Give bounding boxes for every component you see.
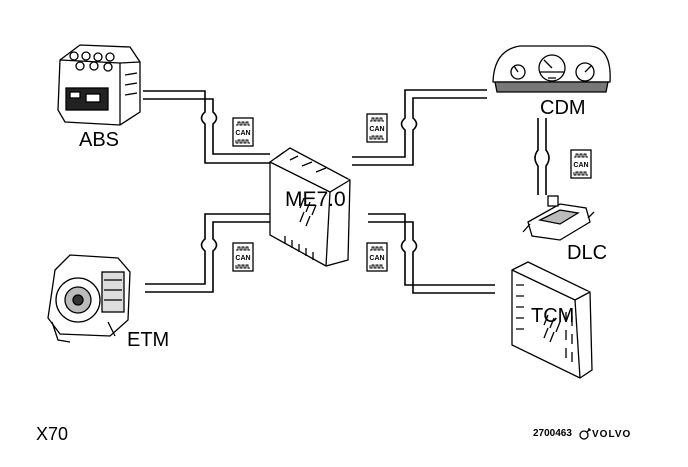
etm-label: ETM bbox=[127, 329, 170, 351]
tcm-module-icon bbox=[511, 261, 593, 379]
dlc-connector-icon bbox=[522, 195, 595, 241]
bus-line-dlc bbox=[534, 118, 550, 195]
bus-line-etm bbox=[145, 213, 270, 293]
bus-line-tcm bbox=[368, 213, 495, 294]
figure-id-label: X70 bbox=[36, 424, 69, 444]
me7-ecu-icon bbox=[269, 147, 351, 267]
volvo-wordmark: VOLVO bbox=[592, 429, 632, 440]
can-badge-dlc bbox=[570, 149, 592, 179]
etm-unit-icon bbox=[47, 254, 131, 343]
cdm-unit-icon bbox=[492, 45, 611, 93]
dlc-label: DLC bbox=[567, 242, 608, 264]
can-badge-etm bbox=[232, 242, 254, 272]
bus-line-cdm bbox=[352, 89, 487, 166]
me7-label: ME7.0 bbox=[285, 188, 346, 211]
image-code-label: 2700463 bbox=[533, 428, 572, 439]
cdm-label: CDM bbox=[540, 97, 586, 119]
can-badge-cdm bbox=[366, 113, 388, 143]
abs-label: ABS bbox=[79, 129, 120, 151]
can-badge-abs bbox=[232, 117, 254, 147]
abs-unit-icon bbox=[57, 44, 141, 126]
bus-line-abs bbox=[143, 90, 270, 164]
can-badge-tcm bbox=[366, 242, 388, 272]
tcm-label: TCM bbox=[531, 305, 575, 327]
volvo-logo-icon bbox=[579, 428, 591, 440]
